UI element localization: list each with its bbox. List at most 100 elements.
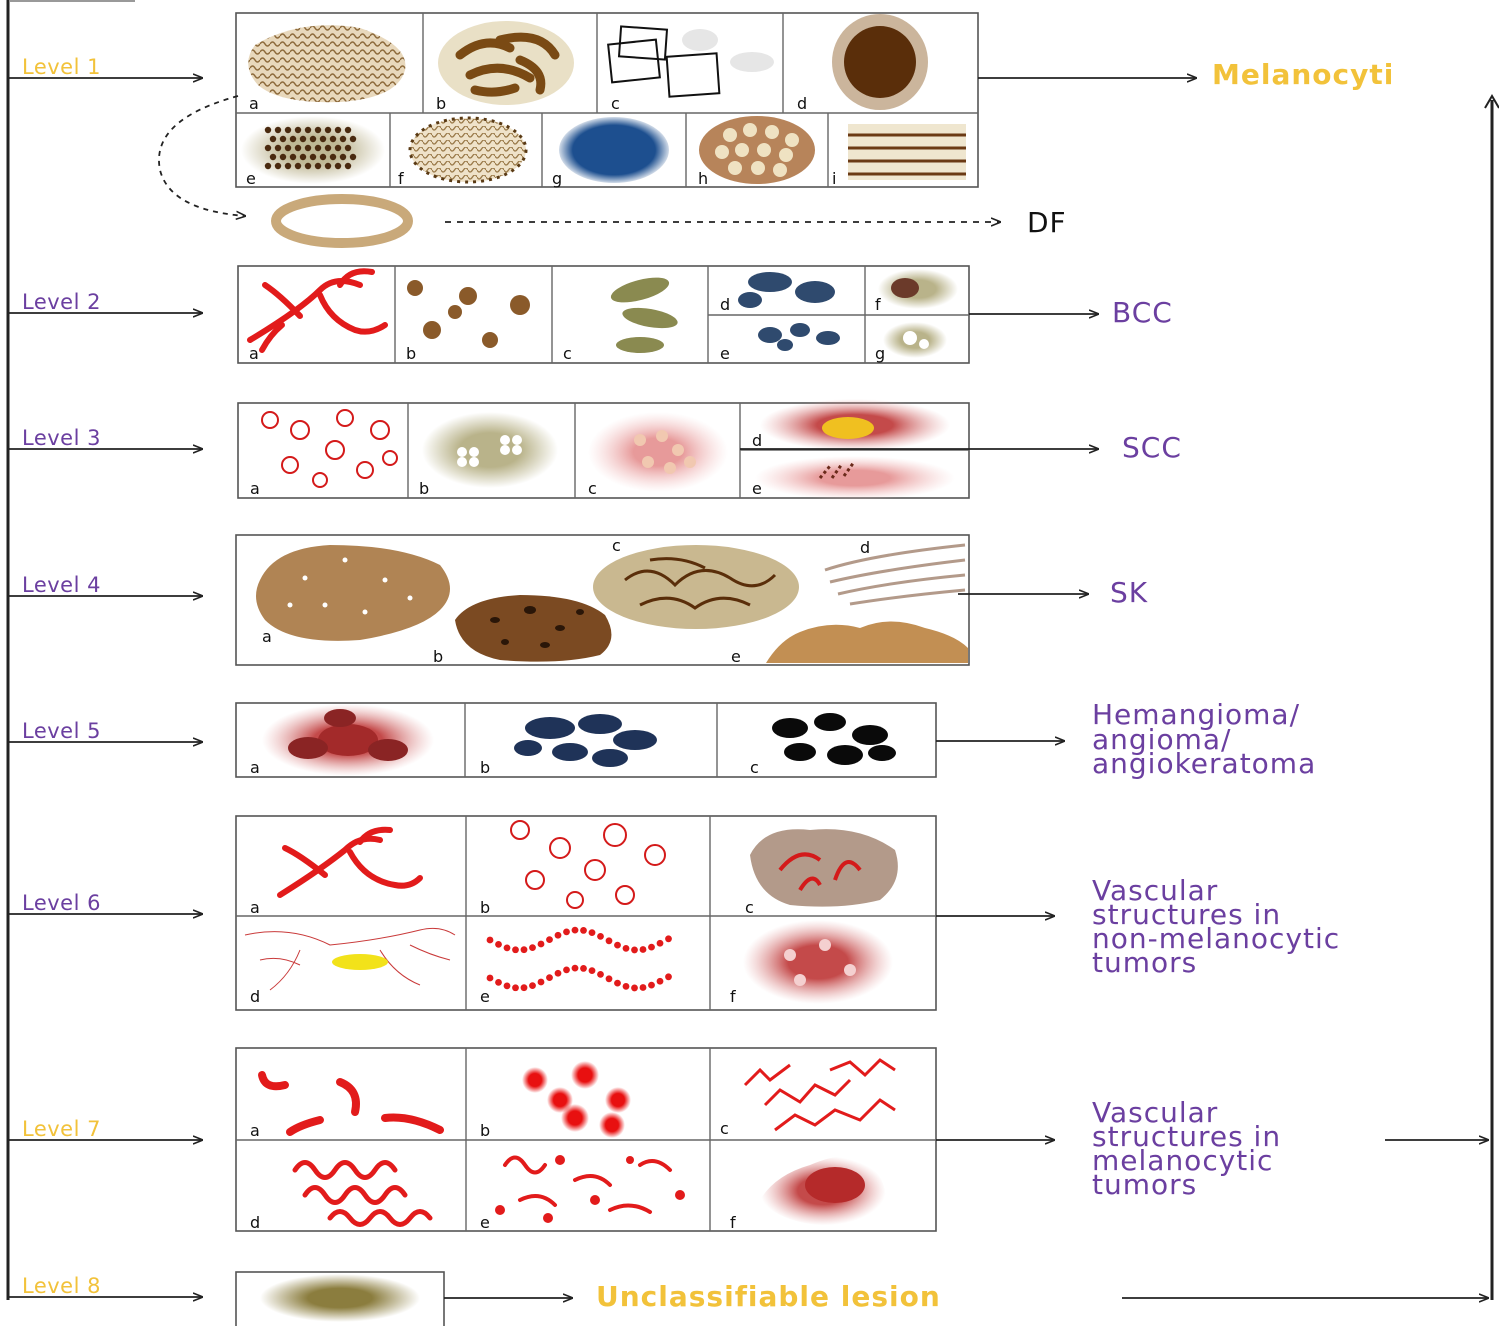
level-8-panel: [236, 1272, 444, 1326]
panel-letter-label: f: [730, 1213, 736, 1232]
panel-letter-label: i: [832, 169, 836, 188]
red-dot-glyph: [657, 940, 664, 947]
dot-glyph: [310, 154, 316, 160]
level-7-row: Level 7: [8, 1117, 202, 1141]
cobblestone-hole-glyph: [785, 133, 799, 147]
cobblestone-hole-glyph: [779, 148, 793, 162]
level-2-panel: abcdefg: [238, 266, 969, 363]
dot-glyph: [270, 154, 276, 160]
milky-red-areas-illustration: [743, 920, 893, 1004]
dot-glyph: [295, 145, 301, 151]
dot-glyph: [265, 163, 271, 169]
level-7-diagnosis: Vascular structures in melanocytic tumor…: [1092, 1096, 1291, 1201]
red-dot-glyph: [487, 937, 494, 944]
dot-glyph: [350, 154, 356, 160]
red-dot-glyph: [512, 984, 519, 991]
red-dot-glyph: [538, 979, 545, 986]
level-4-label: Level 4: [22, 573, 101, 597]
cobblestone-hole-glyph: [743, 123, 757, 137]
red-dot-glyph: [529, 944, 536, 951]
level-8-diagnosis: Unclassifiable lesion: [596, 1280, 941, 1313]
dot-glyph: [345, 163, 351, 169]
dot-glyph: [340, 136, 346, 142]
dot-glyph: [345, 145, 351, 151]
cobblestone-hole-glyph: [765, 125, 779, 139]
panel-letter-label: a: [249, 94, 259, 113]
panel-letter-label: c: [563, 344, 572, 363]
dot-glyph: [315, 163, 321, 169]
dot-glyph: [350, 136, 356, 142]
dot-glyph: [285, 163, 291, 169]
dot-glyph: [310, 136, 316, 142]
panel-letter-label: f: [730, 987, 736, 1006]
panel-letter-label: c: [750, 758, 759, 777]
level-7-panel: abcdef: [236, 1048, 936, 1232]
cobblestone-hole-glyph: [735, 143, 749, 157]
panel-letter-label: e: [480, 987, 490, 1006]
red-dot-glyph: [555, 932, 562, 939]
red-dot-glyph: [504, 982, 511, 989]
red-dot-glyph: [529, 982, 536, 989]
panel-letter-label: e: [720, 344, 730, 363]
cobblestone-hole-glyph: [751, 161, 765, 175]
level-1-diagnosis: Melanocyti: [1212, 58, 1394, 91]
panel-letter-label: a: [262, 627, 272, 646]
structureless-olive-lesion-illustration: [260, 1274, 420, 1322]
panel-letter-label: g: [552, 169, 562, 188]
panel-letter-label: a: [250, 898, 260, 917]
level-5-diagnosis: Hemangioma/ angioma/ angiokeratoma: [1092, 698, 1316, 780]
red-dot-glyph: [521, 946, 528, 953]
homogeneous-blue-illustration: [559, 117, 669, 183]
dot-glyph: [325, 145, 331, 151]
red-dot-glyph: [631, 947, 638, 954]
level-5-panel: abc: [236, 703, 936, 777]
dot-glyph: [330, 154, 336, 160]
dot-glyph: [275, 127, 281, 133]
panel-letter-label: e: [752, 479, 762, 498]
panel-letter-label: b: [436, 94, 446, 113]
peripheral-globules-illustration: [410, 118, 526, 182]
panel-letter-label: b: [433, 647, 443, 666]
dot-glyph: [285, 145, 291, 151]
panel-letter-label: d: [797, 94, 807, 113]
dot-glyph: [290, 136, 296, 142]
dot-glyph: [320, 154, 326, 160]
panel-letter-label: d: [752, 431, 762, 450]
red-dot-glyph: [614, 942, 621, 949]
red-dot-glyph: [580, 927, 587, 934]
panel-letter-label: a: [250, 758, 260, 777]
panel-letter-label: d: [720, 295, 730, 314]
panel-letter-label: d: [860, 538, 870, 557]
level-6-label: Level 6: [22, 891, 101, 915]
red-dot-glyph: [495, 941, 502, 948]
panel-letter-label: h: [698, 169, 708, 188]
red-dot-glyph: [589, 967, 596, 974]
cobblestone-hole-glyph: [773, 163, 787, 177]
level-2-diagnosis: BCC: [1112, 296, 1173, 329]
level-5-diagnosis-line: angiokeratoma: [1092, 747, 1316, 780]
cerebriform-pattern-illustration: [593, 545, 799, 629]
red-dot-glyph: [546, 974, 553, 981]
level-3-row: Level 3: [8, 426, 202, 450]
central-keratin-mass-illustration: [760, 399, 950, 451]
red-dot-glyph: [648, 982, 655, 989]
starburst-pattern-illustration: [832, 14, 928, 110]
cobblestone-hole-glyph: [715, 145, 729, 159]
dot-glyph: [275, 145, 281, 151]
dotted-vessels-in-lines-illustration: [755, 456, 955, 500]
level-8-label: Level 8: [22, 1274, 101, 1298]
df-curved-dashed-arrow: [159, 96, 245, 216]
dot-glyph: [345, 127, 351, 133]
cobblestone-hole-glyph: [757, 143, 771, 157]
level-8-row: Level 8: [8, 1274, 202, 1298]
dot-glyph: [275, 163, 281, 169]
red-dot-glyph: [648, 944, 655, 951]
dot-glyph: [335, 163, 341, 169]
red-dot-glyph: [572, 965, 579, 972]
dot-glyph: [335, 145, 341, 151]
dot-glyph: [325, 163, 331, 169]
red-dot-glyph: [538, 941, 545, 948]
panel-letter-label: e: [731, 647, 741, 666]
level-6-row: Level 6: [8, 891, 202, 915]
red-dot-glyph: [487, 975, 494, 982]
